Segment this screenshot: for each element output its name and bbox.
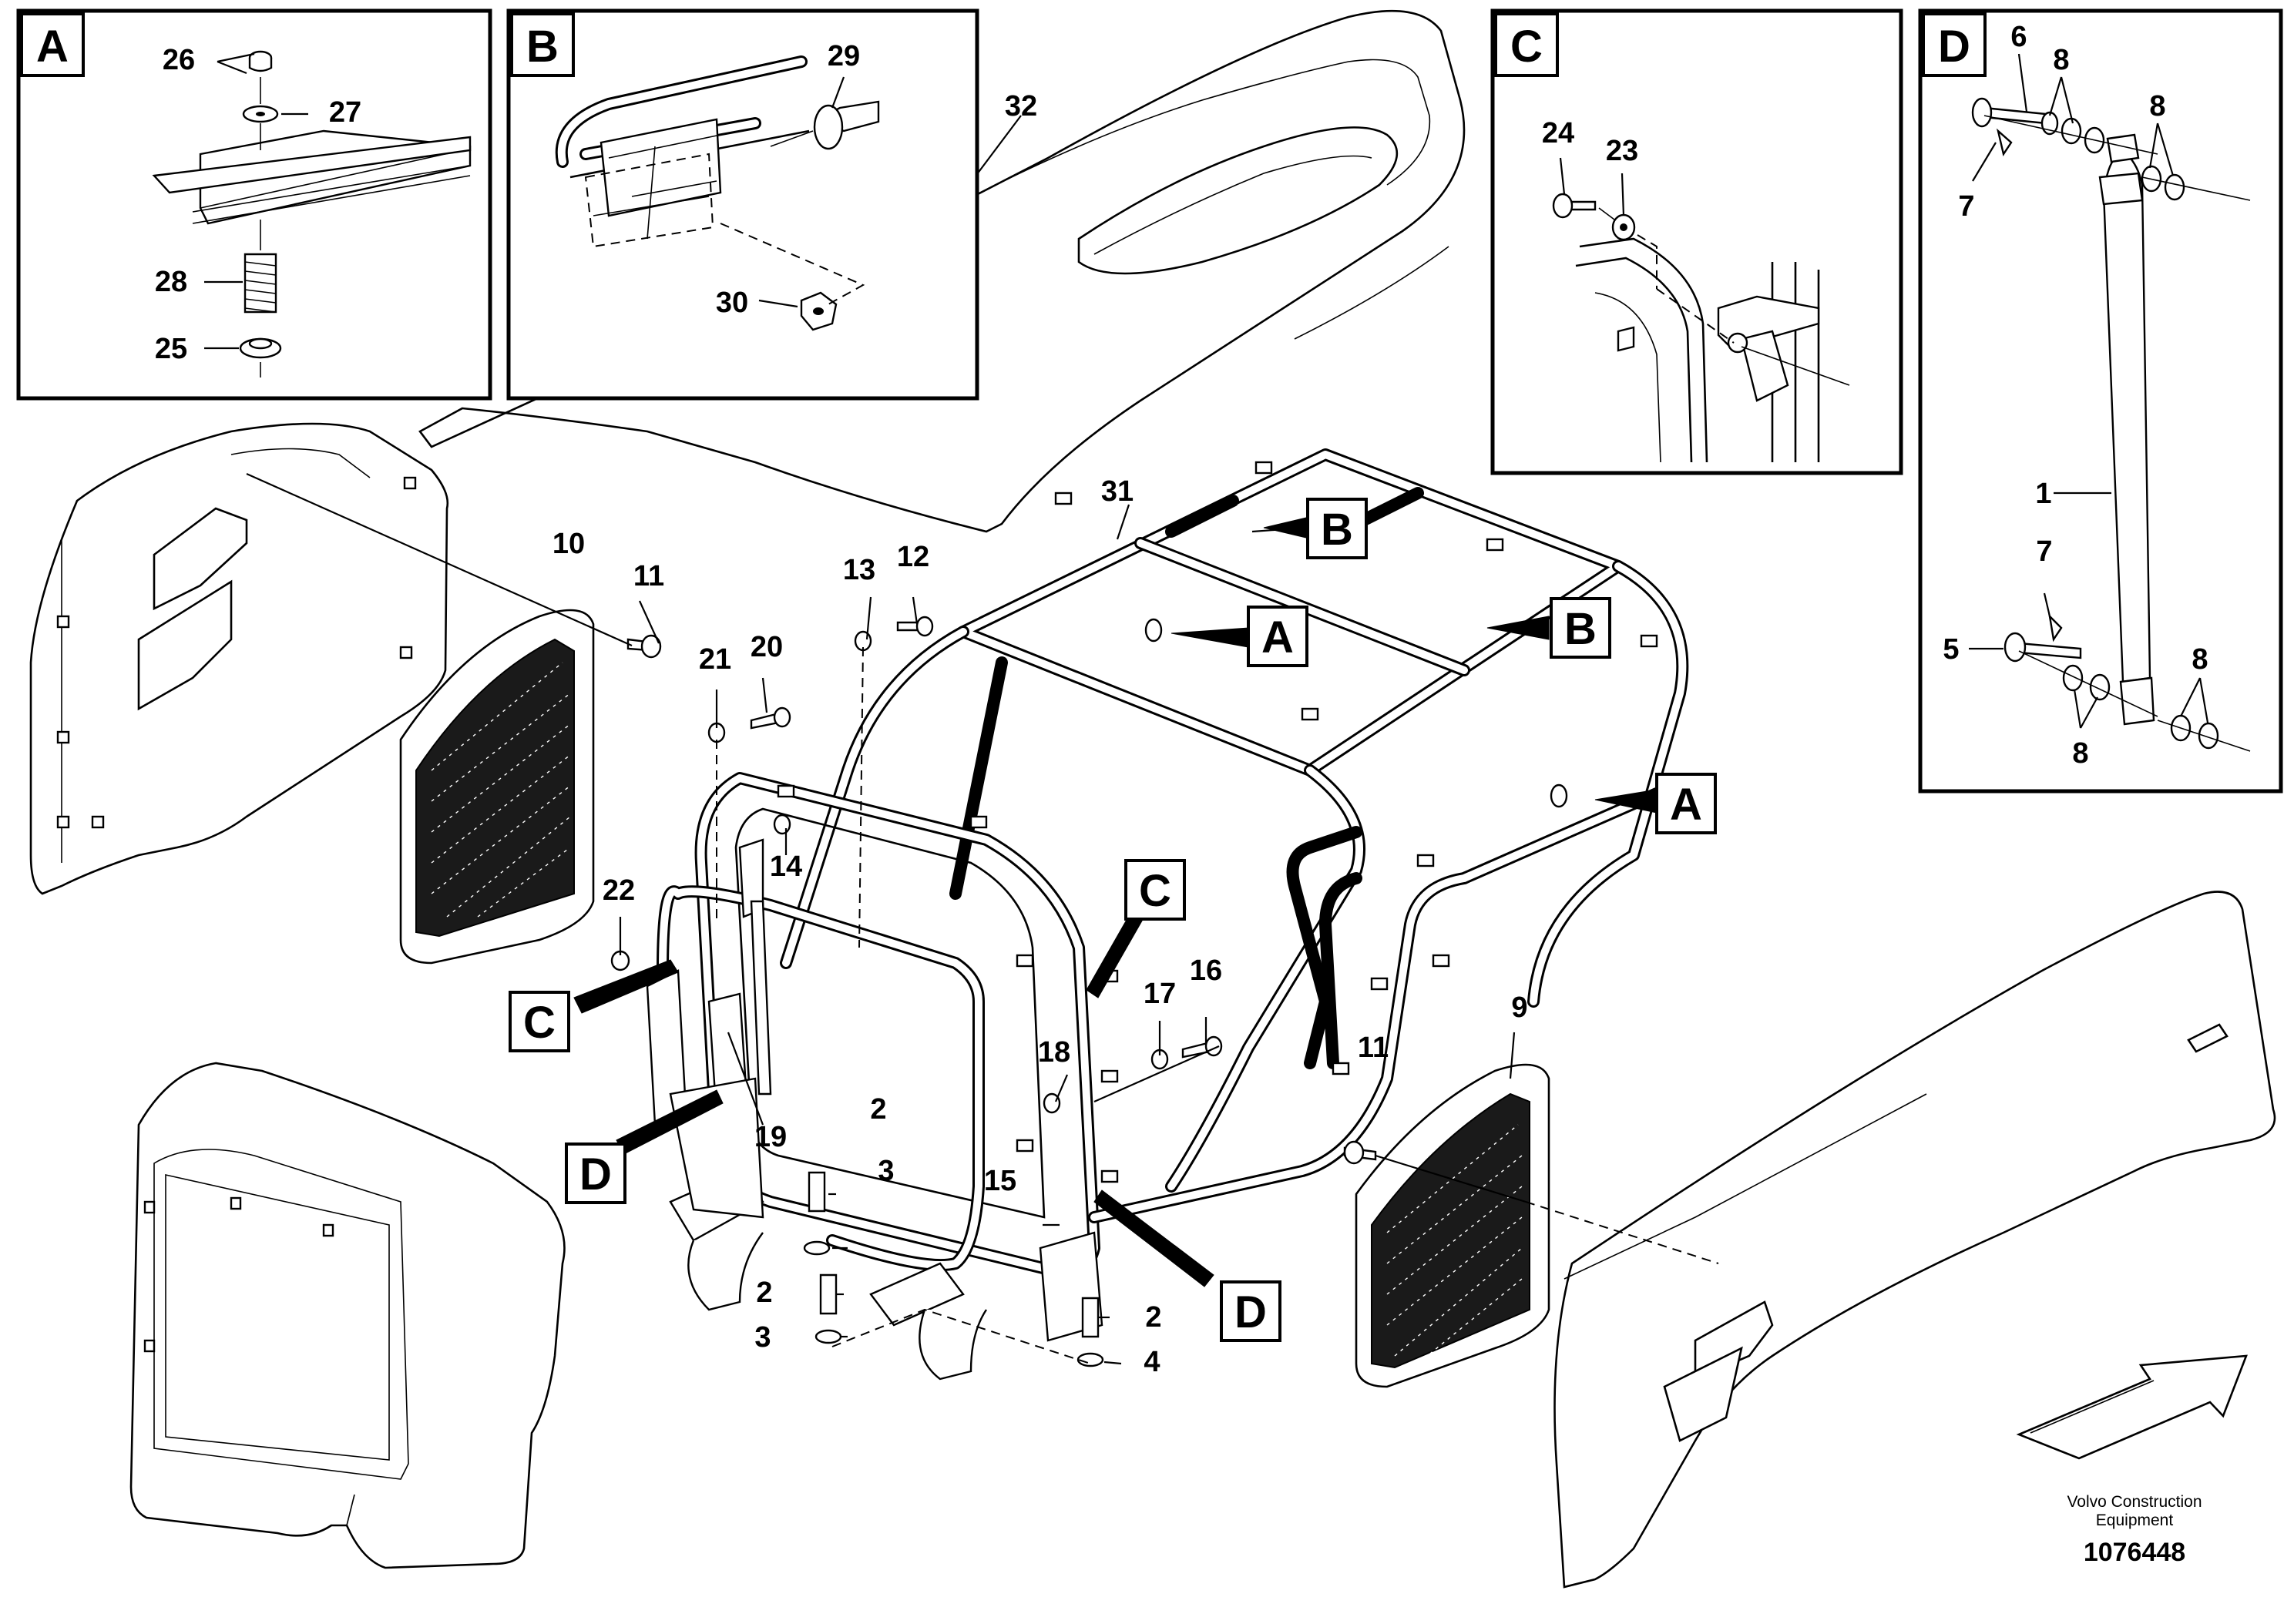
front-body-panel [129, 1062, 566, 1569]
callout-16: 16 [1190, 955, 1222, 987]
direction-arrow [2016, 1354, 2248, 1460]
main-callouts: 32 31 10 11 13 12 21 20 22 14 17 16 18 1… [553, 90, 1528, 1378]
reference-label-d-1: D [565, 1143, 626, 1204]
reference-pointers [573, 517, 1658, 1287]
callout-10: 10 [553, 528, 585, 560]
brand-line-2: Equipment [2096, 1512, 2174, 1529]
reference-label-a-2: A [1655, 773, 1717, 834]
detail-view-d: D 6 8 8 [1918, 8, 2283, 794]
leader-lines [246, 115, 1719, 1365]
callout-27: 27 [329, 96, 361, 129]
callout-11b: 11 [1358, 1032, 1389, 1064]
callout-3b: 3 [754, 1321, 771, 1354]
svg-text:C: C [1139, 866, 1171, 916]
callout-6: 6 [2010, 21, 2027, 53]
callout-5: 5 [1943, 633, 1959, 666]
callout-24: 24 [1542, 117, 1574, 149]
reference-label-b-1: B [1306, 498, 1368, 559]
svg-text:C: C [523, 998, 556, 1048]
callout-2a: 2 [870, 1093, 886, 1126]
callout-11: 11 [633, 560, 664, 592]
callout-9: 9 [1511, 992, 1527, 1024]
callout-8-bottom-right: 8 [2192, 643, 2208, 676]
document-number: 1076448 [2084, 1538, 2185, 1567]
callout-26: 26 [163, 44, 195, 76]
callout-28: 28 [155, 266, 187, 298]
detail-tag-a: A [36, 22, 69, 72]
callout-4: 4 [1144, 1346, 1160, 1378]
svg-text:D: D [579, 1149, 612, 1200]
callout-32: 32 [1005, 90, 1037, 122]
callout-15: 15 [984, 1165, 1016, 1197]
reference-label-a-1: A [1247, 606, 1308, 667]
svg-text:A: A [1670, 780, 1702, 830]
detail-tag-d: D [1938, 22, 1970, 72]
callout-20: 20 [751, 631, 783, 663]
reference-label-d-2: D [1220, 1280, 1281, 1342]
right-body-panel [1553, 891, 2276, 1589]
callout-14: 14 [770, 851, 802, 883]
callout-8-top-left: 8 [2053, 44, 2069, 76]
svg-text:B: B [1321, 505, 1353, 555]
left-side-panel [29, 422, 449, 895]
callout-7-bottom: 7 [2036, 535, 2052, 568]
reference-label-c-1: C [1124, 859, 1186, 921]
callout-22: 22 [603, 874, 635, 907]
callout-13: 13 [843, 554, 875, 586]
callout-29: 29 [828, 40, 860, 72]
detail-view-b: B 29 30 [506, 8, 979, 401]
footer: Volvo Construction Equipment 1076448 [2067, 1493, 2202, 1567]
callout-2b: 2 [756, 1277, 772, 1309]
reference-label-b-2: B [1550, 597, 1611, 659]
callout-31: 31 [1101, 475, 1134, 508]
grille-mesh [1371, 1092, 1530, 1369]
callout-12: 12 [897, 541, 929, 573]
grille-mesh [415, 638, 575, 938]
callout-19: 19 [754, 1121, 787, 1153]
svg-text:A: A [1261, 612, 1294, 663]
svg-text:B: B [1564, 604, 1597, 654]
detail-tag-c: C [1510, 22, 1543, 72]
detail-view-a: A 26 27 28 25 [16, 8, 492, 401]
main-fasteners [610, 616, 1568, 1367]
left-grille [399, 609, 595, 965]
callout-2c: 2 [1145, 1301, 1161, 1334]
callout-3a: 3 [878, 1155, 894, 1187]
callout-17: 17 [1144, 978, 1176, 1010]
callout-25: 25 [155, 333, 187, 365]
svg-text:D: D [1234, 1287, 1267, 1337]
reference-label-c-2: C [509, 991, 570, 1052]
callout-21: 21 [699, 643, 731, 676]
detail-tag-b: B [526, 22, 559, 72]
callout-1: 1 [2035, 478, 2051, 510]
callout-8-top-right: 8 [2149, 90, 2165, 122]
brand-line-1: Volvo Construction [2067, 1493, 2202, 1511]
callout-8-bottom-left: 8 [2072, 737, 2088, 770]
callout-30: 30 [716, 287, 748, 319]
detail-view-c: C 24 23 [1490, 8, 1903, 475]
right-grille [1355, 1063, 1550, 1388]
callout-18: 18 [1038, 1036, 1070, 1069]
callout-7-top: 7 [1958, 190, 1974, 223]
callout-23: 23 [1606, 135, 1638, 167]
